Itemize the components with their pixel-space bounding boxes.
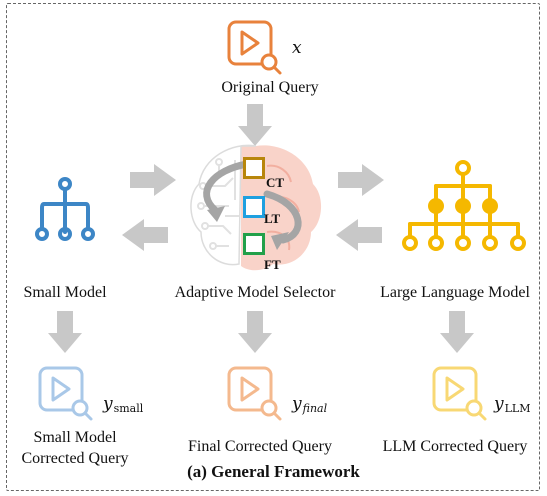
small-model-icon xyxy=(35,177,95,241)
small-output-label-line1: Small Model xyxy=(33,429,117,446)
llm-icon xyxy=(402,160,526,251)
ct-label: CT xyxy=(266,175,285,190)
arrow-down-query xyxy=(238,104,272,146)
arrow-down-small xyxy=(48,311,82,353)
small-output-icon xyxy=(38,366,93,421)
figure-caption: (a) General Framework xyxy=(187,462,360,481)
figure-frame xyxy=(6,3,540,491)
arrow-right-selector-to-llm xyxy=(338,164,384,196)
arrow-right-small-to-selector xyxy=(130,164,176,196)
query-icon xyxy=(227,20,282,75)
final-output-variable: yfinal xyxy=(292,394,328,415)
ft-label: FT xyxy=(264,257,281,272)
small-output-variable: ysmall xyxy=(103,394,144,415)
original-query-label: Original Query xyxy=(221,79,319,96)
selector-label: Adaptive Model Selector xyxy=(174,284,336,301)
small-model-label: Small Model xyxy=(23,284,107,301)
arrow-down-llm xyxy=(440,311,474,353)
llm-output-variable: yLLM xyxy=(494,394,531,415)
arrow-down-selector xyxy=(238,311,272,353)
input-variable: x xyxy=(292,38,302,58)
arrow-left-selector-to-small xyxy=(122,219,168,251)
llm-output-icon xyxy=(432,366,487,421)
llm-label: Large Language Model xyxy=(380,284,530,301)
ct-box xyxy=(243,157,265,179)
final-output-icon xyxy=(227,366,282,421)
lt-label: LT xyxy=(264,211,281,226)
llm-output-label: LLM Corrected Query xyxy=(382,438,528,455)
ft-box xyxy=(243,233,265,255)
lt-box xyxy=(243,196,265,218)
final-output-label: Final Corrected Query xyxy=(188,438,332,455)
small-output-label-line2: Corrected Query xyxy=(21,450,129,467)
arrow-left-llm-to-selector xyxy=(336,219,382,251)
